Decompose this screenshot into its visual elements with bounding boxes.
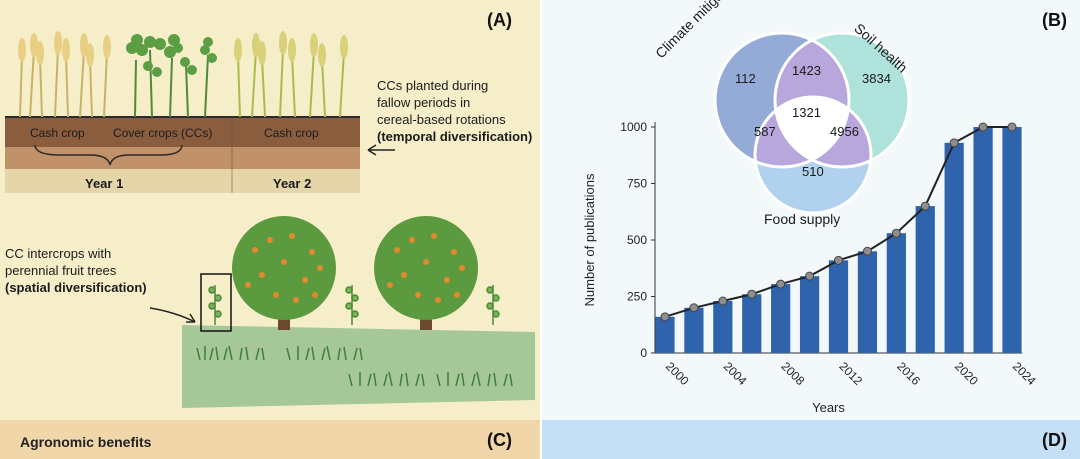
temporal-note-bold: (temporal diversification) [377, 129, 533, 144]
y-tick-label: 500 [627, 233, 647, 247]
bar-2002 [684, 307, 704, 353]
panel-d-strip: (D) [542, 420, 1080, 459]
marker-2002 [689, 303, 699, 313]
label-cash-crop-2: Cash crop [264, 126, 319, 140]
marker-2000 [660, 312, 670, 322]
fruit-tree-right [374, 216, 478, 330]
bar-2014 [857, 251, 878, 353]
temporal-note-line-1: CCs planted during [377, 78, 489, 93]
bar-2008 [771, 284, 791, 353]
temporal-note-line-2: fallow periods in [377, 95, 471, 110]
soil-topsoil [5, 117, 360, 147]
marker-2006 [747, 289, 757, 299]
marker-2008 [776, 279, 786, 289]
marker-2022 [978, 122, 988, 132]
cereal-heads-left [18, 31, 111, 67]
marker-2016 [891, 228, 901, 238]
bar-2000 [655, 316, 675, 353]
cover-crop-leaves [126, 34, 217, 77]
x-tick-label: 2016 [894, 359, 923, 388]
spatial-note: CC intercrops with perennial fruit trees… [5, 245, 147, 296]
y-tick-label: 1000 [620, 120, 647, 134]
label-cash-crop-1: Cash crop [30, 126, 85, 140]
label-year-1: Year 1 [85, 176, 124, 191]
publications-chart: 0 250 500 750 1000 2000 2004 2008 2012 2016 2020 20… [582, 120, 1039, 415]
venn-value-soil-food: 4956 [830, 124, 859, 139]
y-tick-label: 250 [627, 290, 647, 304]
agronomic-benefits-label: Agronomic benefits [20, 434, 152, 450]
crop-illustration [5, 31, 535, 408]
grass-tufts [196, 345, 513, 387]
venn-diagram [713, 31, 911, 215]
cereal-plants-right [237, 47, 345, 118]
cover-crop-plants [134, 49, 209, 118]
spatial-note-bold: (spatial diversification) [5, 280, 147, 295]
spatial-note-line-2: perennial fruit trees [5, 263, 117, 278]
panel-a-crop-rotation: (A) Cash crop Cover crops (CCs) Cash cro… [0, 0, 540, 420]
panel-d-letter: (D) [1042, 430, 1067, 450]
x-tick-label: 2004 [721, 359, 750, 388]
panel-b-letter: (B) [1042, 10, 1067, 30]
bar-2006 [742, 294, 762, 353]
x-tick-label: 2012 [836, 359, 865, 388]
bar-2024 [1002, 127, 1022, 353]
label-cover-crops: Cover crops (CCs) [113, 126, 213, 140]
soil-subsoil [5, 147, 360, 169]
venn-value-climate-soil: 1423 [792, 63, 821, 78]
venn-value-food-only: 510 [802, 164, 824, 179]
temporal-note: CCs planted during fallow periods in cer… [377, 77, 532, 145]
bar-2020 [944, 142, 964, 353]
panel-a-letter: (A) [487, 10, 512, 30]
x-tick-label: 2020 [952, 359, 981, 388]
x-axis-title: Years [812, 400, 845, 415]
marker-2014 [862, 246, 872, 256]
intercrop-highlight-box [200, 273, 232, 332]
year1-brace [34, 144, 183, 166]
x-tick-label: 2008 [779, 359, 808, 388]
y-axis-title: Number of publications [582, 173, 597, 306]
marker-2018 [920, 201, 930, 211]
marker-2004 [718, 296, 728, 306]
bar-2004 [713, 301, 733, 353]
x-tick-label: 2024 [1010, 359, 1039, 388]
soil-base [5, 169, 360, 193]
bar-2022 [973, 127, 993, 353]
x-tick-label: 2000 [663, 359, 692, 388]
venn-value-climate-food: 587 [754, 124, 776, 139]
venn-label-food-supply: Food supply [764, 211, 841, 227]
marker-2020 [949, 138, 959, 148]
bar-2016 [886, 233, 906, 353]
marker-2024 [1007, 122, 1017, 132]
arrow-spatial [149, 307, 196, 323]
spatial-note-line-1: CC intercrops with [5, 246, 112, 261]
venn-value-soil-only: 3834 [862, 71, 891, 86]
bar-2012 [828, 260, 849, 353]
panel-c-strip: Agronomic benefits (C) [0, 420, 540, 459]
temporal-note-line-3: cereal-based rotations [377, 112, 506, 127]
cereal-plants-left [19, 47, 108, 118]
y-tick-label: 0 [640, 346, 647, 360]
venn-center-region [775, 97, 849, 167]
bar-2018 [915, 206, 935, 353]
bar-2010 [799, 276, 820, 353]
panel-c-letter: (C) [487, 430, 512, 450]
cereal-heads-right [234, 31, 348, 67]
orchard-field [182, 325, 535, 408]
intercrop-plants [208, 285, 500, 325]
label-year-2: Year 2 [273, 176, 312, 191]
marker-2010 [805, 271, 815, 281]
marker-2012 [834, 255, 843, 265]
venn-value-all: 1321 [792, 105, 821, 120]
y-tick-label: 750 [627, 177, 647, 191]
venn-value-climate-only: 112 [735, 71, 756, 86]
panel-b-publications: (B) 112 1423 3834 1321 587 4956 510 Clim… [542, 0, 1080, 420]
fruit-tree-left [232, 216, 336, 330]
